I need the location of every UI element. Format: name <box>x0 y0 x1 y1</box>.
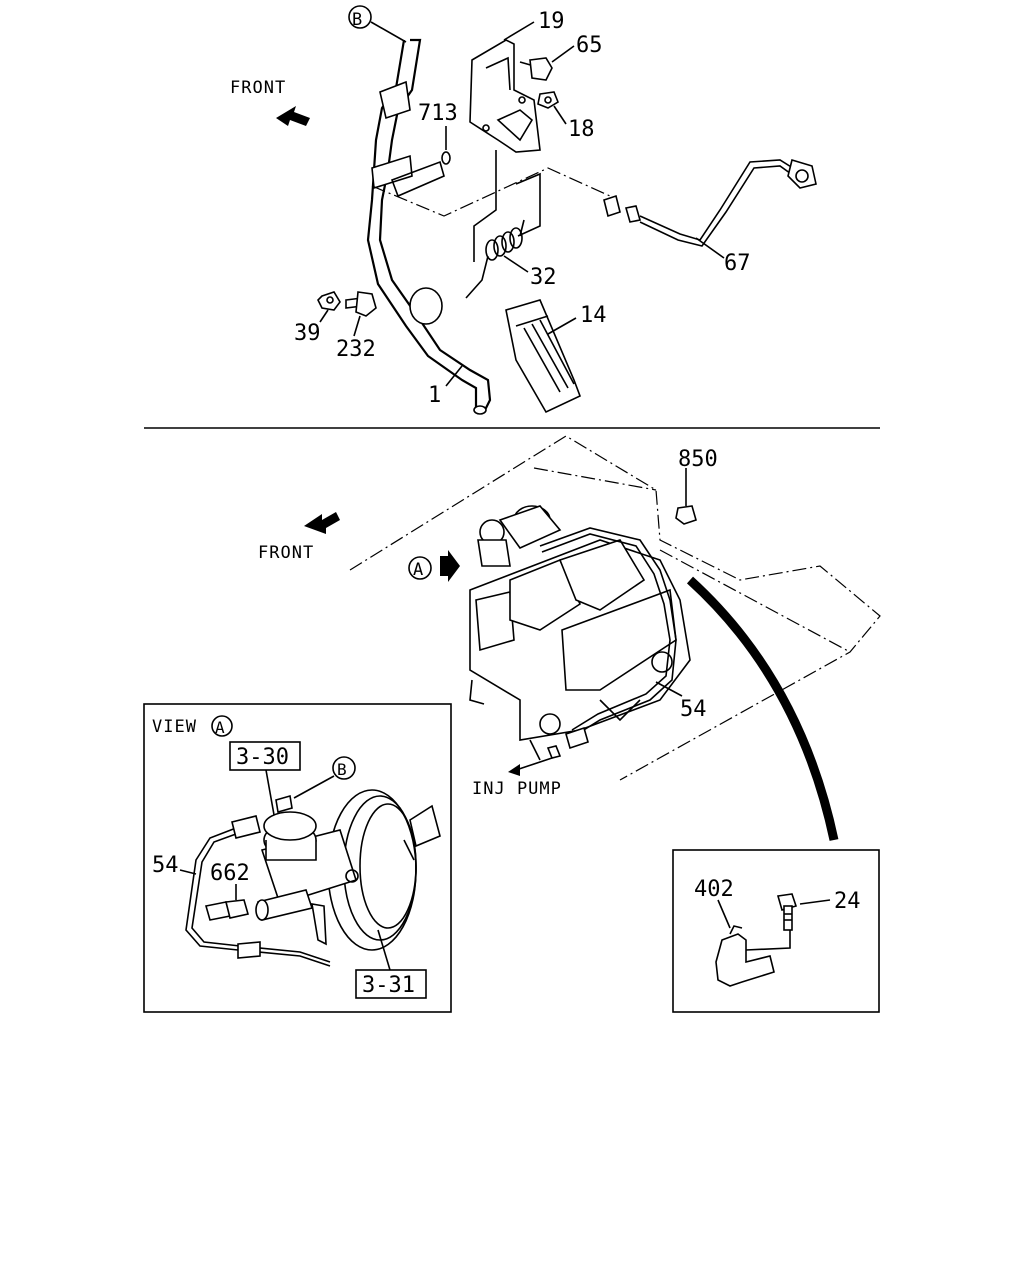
leader-331 <box>377 929 391 971</box>
nut-39 <box>317 291 341 311</box>
master-cylinder <box>255 811 359 946</box>
part-67: 67 <box>724 251 751 276</box>
part-14: 14 <box>580 303 607 328</box>
view-a-b-circle <box>332 756 356 780</box>
leader-14 <box>547 317 577 335</box>
detail-reference-curve <box>686 576 839 841</box>
front-label-middle: FRONT <box>258 543 314 563</box>
leader-54-middle <box>655 681 683 697</box>
leader-232 <box>353 315 361 337</box>
part-713: 713 <box>418 101 458 126</box>
front-arrow-top <box>276 106 310 126</box>
part-54-middle: 54 <box>680 697 707 722</box>
view-a-title-circle <box>211 715 233 737</box>
part-18: 18 <box>568 117 595 142</box>
ref-331-box <box>355 969 427 999</box>
part-24: 24 <box>834 889 861 914</box>
cable-54-engine <box>539 527 677 737</box>
inj-pump-arrow-head <box>508 764 520 776</box>
leader-402 <box>717 899 731 929</box>
front-label-top: FRONT <box>230 78 286 98</box>
nut-18 <box>537 91 559 109</box>
ref-331: 3-31 <box>362 973 415 998</box>
callout-b-circle <box>348 5 372 29</box>
detail-frame <box>672 849 880 1013</box>
spring-box-line <box>515 172 541 237</box>
bolt-24 <box>776 893 798 931</box>
view-a-box: VIEW A 3-30 B <box>143 703 452 1013</box>
part-850: 850 <box>678 447 718 472</box>
view-a-b-part <box>275 794 293 814</box>
clip-662 <box>204 884 250 921</box>
leader-view-b <box>293 775 335 799</box>
pedal-bracket <box>469 39 541 153</box>
cable-54-engine-2 <box>541 533 671 731</box>
detail-box: 402 24 <box>672 849 880 1013</box>
part-65: 65 <box>576 33 603 58</box>
part-232: 232 <box>336 337 376 362</box>
bracket-402 <box>715 933 775 987</box>
inj-pump-label: INJ PUMP <box>472 779 562 799</box>
callout-b-top: B <box>352 10 362 30</box>
accel-cable-67 <box>603 158 817 247</box>
part-54-view: 54 <box>152 853 179 878</box>
top-section: FRONT B <box>230 5 817 415</box>
bolt-65 <box>519 57 553 81</box>
middle-section: FRONT A <box>258 435 881 841</box>
cable-tip-inj <box>546 745 562 759</box>
bracket-outline-line <box>473 150 497 262</box>
front-arrow-middle <box>304 512 340 534</box>
leader-39 <box>319 309 329 323</box>
part-1: 1 <box>428 383 441 408</box>
ref-330-box <box>229 741 301 771</box>
brake-booster <box>327 789 441 951</box>
part-32: 32 <box>530 265 557 290</box>
view-a-title-callout: A <box>215 718 225 737</box>
engine-block <box>469 505 691 761</box>
part-662: 662 <box>210 861 250 886</box>
cable-54-view <box>185 815 331 967</box>
bracket-402-tab <box>729 925 743 935</box>
leader-b <box>370 21 407 43</box>
pedal-pad-14 <box>505 299 582 414</box>
leader-24 <box>799 899 831 905</box>
phantom-line-1 <box>371 167 611 217</box>
part-19: 19 <box>538 9 565 34</box>
clip-850 <box>675 478 697 525</box>
leader-54-view <box>179 869 197 875</box>
bracket-402-line <box>745 930 791 951</box>
washer-713 <box>441 151 451 165</box>
leader-19 <box>503 21 535 41</box>
part-39: 39 <box>294 321 321 346</box>
view-a-callout-b: B <box>337 760 347 779</box>
bolt-232 <box>345 291 377 317</box>
part-402: 402 <box>694 877 734 902</box>
leader-18 <box>553 105 567 125</box>
pedal-arm <box>366 38 492 415</box>
view-a-title: VIEW <box>152 717 197 737</box>
pivot-shaft <box>390 160 445 198</box>
view-a-arrow <box>440 550 460 582</box>
vehicle-outline-3 <box>659 549 851 653</box>
leader-65 <box>551 45 575 63</box>
callout-a-middle: A <box>413 560 423 580</box>
ref-330: 3-30 <box>236 745 289 770</box>
vehicle-outline <box>349 435 881 781</box>
callout-a-circle <box>408 556 432 580</box>
inj-pump-arrow-line <box>515 757 553 771</box>
return-spring-32 <box>465 219 525 299</box>
leader-32 <box>503 255 529 273</box>
leader-1 <box>445 365 463 387</box>
cable-end-inj <box>565 726 589 750</box>
leader-67 <box>695 237 725 259</box>
view-a-frame <box>143 703 452 1013</box>
vehicle-outline-2 <box>533 467 657 491</box>
